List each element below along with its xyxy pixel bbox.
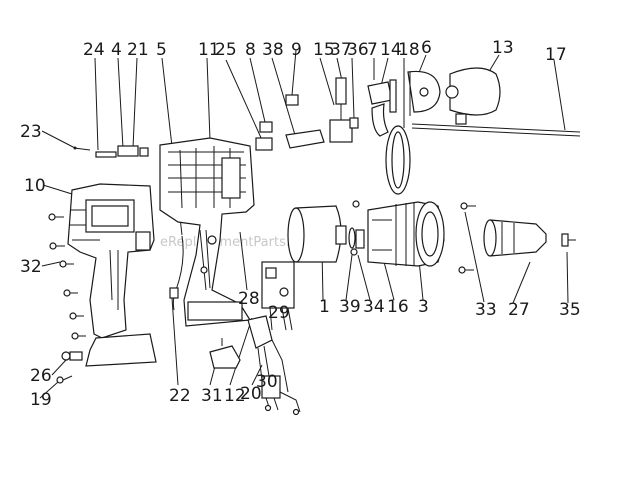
screws-part-33 [458,202,476,274]
wire-part-5 [169,235,184,311]
housing-right-part-11 [159,137,255,327]
callout-5: 5 [156,40,167,60]
battery-part-13 [445,67,501,125]
switch-parts-12-20-30 [247,315,301,416]
callout-17: 17 [545,45,567,65]
callout-32: 32 [20,257,42,277]
callout-24: 24 [83,40,105,60]
callout-27: 27 [508,300,530,320]
callout-1: 1 [319,297,330,317]
callout-numbers: 24 4 21 5 11 25 8 38 9 15 37 36 7 14 18 … [20,38,581,410]
small-parts-25-8-9-38 [255,94,325,151]
callout-38: 38 [262,40,284,60]
callout-10: 10 [24,176,46,196]
callout-23: 23 [20,122,42,142]
callout-31: 31 [201,386,223,406]
callout-37: 37 [330,40,352,60]
callout-26: 26 [30,366,52,386]
callout-36: 36 [347,40,369,60]
magnet-part-6 [407,70,441,116]
callout-19: 19 [30,390,52,410]
callout-25: 25 [215,40,237,60]
callout-13: 13 [492,38,514,58]
small-parts-24-4-21 [95,145,149,158]
callout-14: 14 [380,40,402,60]
callout-20: 20 [240,384,262,404]
rod-part-17 [411,123,581,137]
callout-34: 34 [363,297,385,317]
washers-parts-39-34-16 [348,200,365,256]
callout-18: 18 [398,40,420,60]
callout-6: 6 [421,38,432,58]
switch-block-parts-28-29 [261,261,295,331]
callout-12: 12 [224,386,246,406]
callout-39: 39 [339,297,361,317]
callout-8: 8 [245,40,256,60]
housing-screws [48,213,86,384]
callout-7: 7 [367,40,378,60]
brush-holder-parts-15-37-36-7-14 [329,77,397,143]
pin-part-23 [73,146,91,151]
callout-16: 16 [387,297,409,317]
motor-part-1 [287,205,347,263]
callout-35: 35 [559,300,581,320]
trigger-part-31 [209,338,241,369]
spring-part-18 [385,125,411,195]
callout-11: 11 [198,40,220,60]
callout-22: 22 [169,386,191,406]
screw-part-35 [561,233,576,247]
callout-29: 29 [268,303,290,323]
callout-30: 30 [256,372,278,392]
callout-15: 15 [313,40,335,60]
callout-3: 3 [418,297,429,317]
callout-9: 9 [291,40,302,60]
callout-33: 33 [475,300,497,320]
gearbox-part-3 [367,201,445,267]
callout-4: 4 [111,40,122,60]
callout-21: 21 [127,40,149,60]
chuck-part-27 [483,219,547,257]
housing-left-part-10 [67,183,157,367]
callout-28: 28 [238,289,260,309]
